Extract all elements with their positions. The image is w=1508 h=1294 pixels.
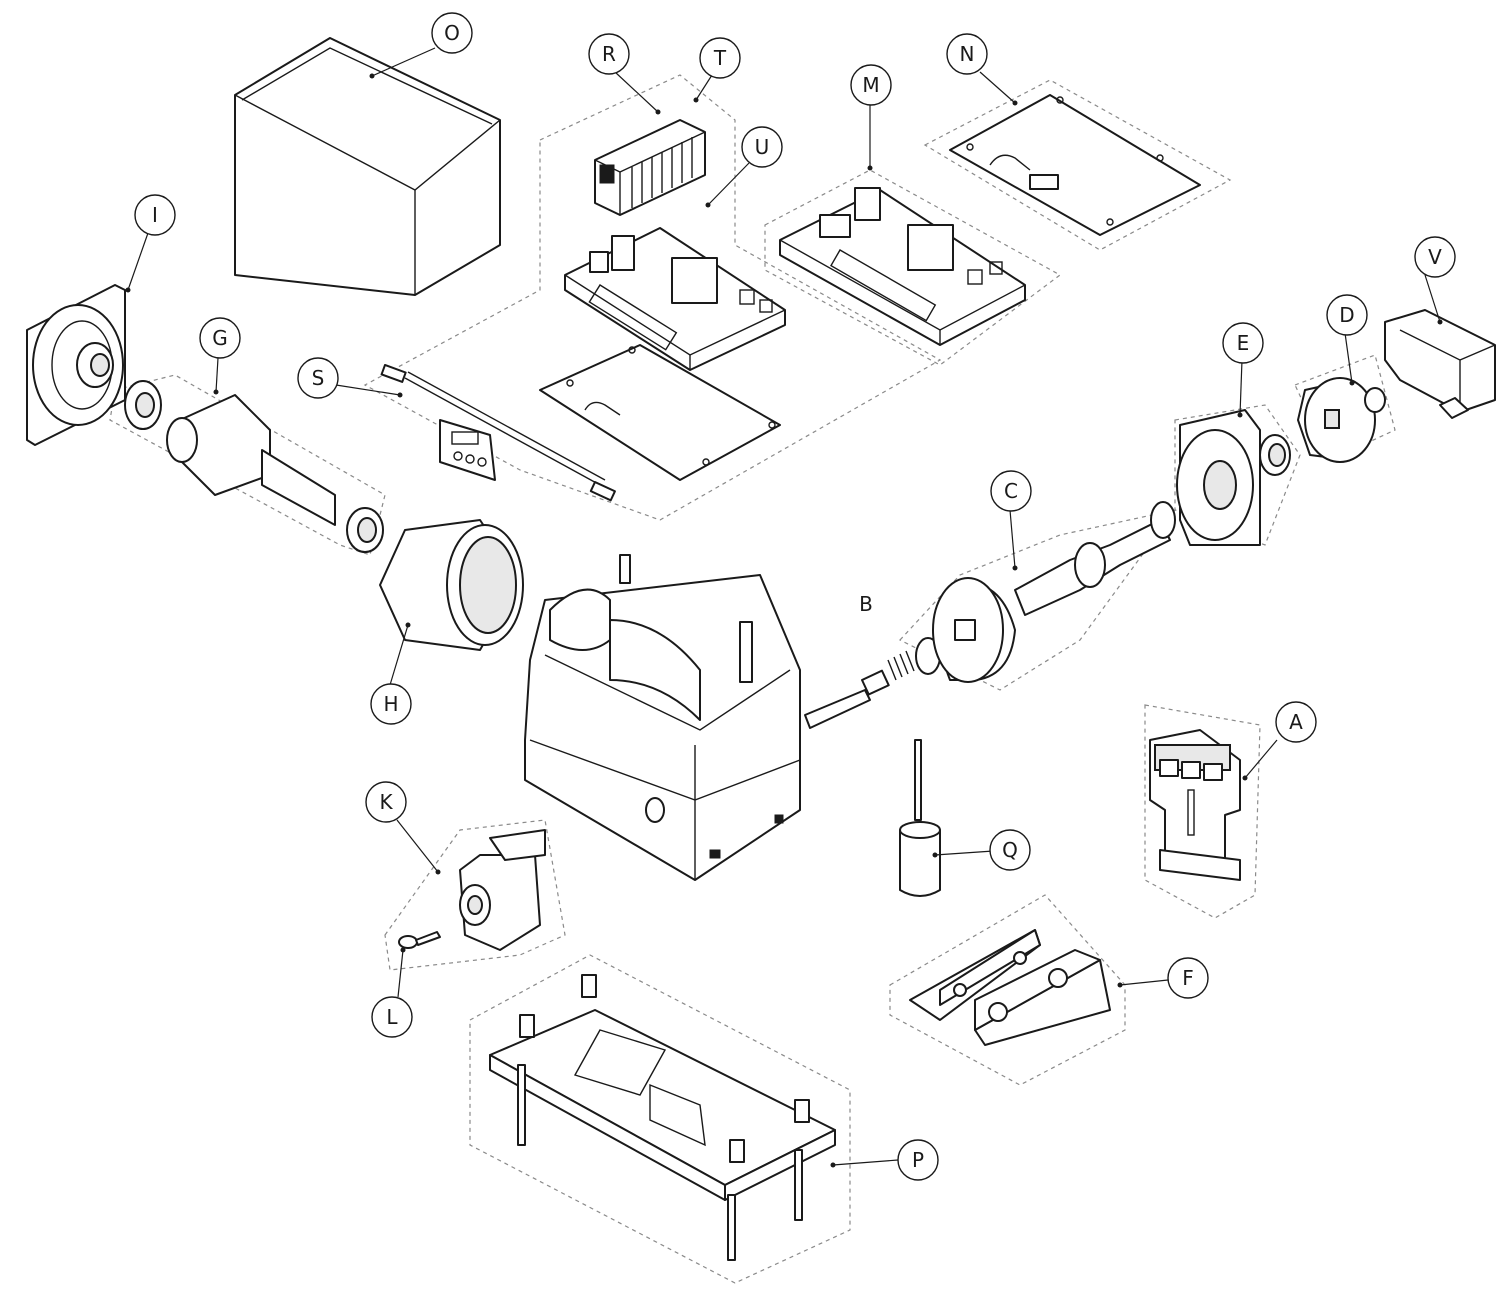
pin-spring-part-b	[804, 637, 941, 729]
group-outline-flange-e	[1174, 404, 1301, 546]
control-board-part-m	[779, 187, 1026, 346]
gearbox-housing	[524, 554, 801, 881]
callout-l: L	[371, 996, 413, 1038]
leader-lines	[125, 47, 1443, 1168]
drive-shaft-part-c	[932, 501, 1176, 683]
callout-e-label: E	[1237, 331, 1250, 355]
callout-e: E	[1222, 322, 1264, 364]
callout-n-label: N	[960, 42, 975, 66]
callout-s-label: S	[312, 366, 325, 390]
display-cable-part-s	[380, 363, 616, 502]
group-outline-gear-d	[1294, 354, 1396, 461]
callout-d: D	[1326, 294, 1368, 336]
callout-r: R	[588, 33, 630, 75]
callout-c: C	[990, 470, 1032, 512]
callout-p-label: P	[912, 1148, 924, 1172]
pinion-cover-part-v	[1384, 309, 1496, 419]
label-b: B	[859, 592, 873, 616]
base-board-under-u	[539, 344, 781, 481]
callout-u: U	[741, 126, 783, 168]
lock-part-k	[459, 829, 546, 951]
callout-r-label: R	[602, 42, 616, 66]
pinion-gear-part-d	[1297, 377, 1386, 463]
end-flange-part-i	[26, 284, 126, 446]
stator-ring-part-h	[379, 519, 524, 651]
callout-l-label: L	[386, 1005, 398, 1029]
callout-t-label: T	[713, 46, 727, 70]
group-outline-board-m	[764, 169, 1062, 366]
callout-v-label: V	[1428, 245, 1442, 269]
transformer-part-r	[594, 119, 706, 216]
group-outline-control-boards	[363, 74, 942, 521]
callout-a-label: A	[1289, 710, 1303, 734]
callout-f-label: F	[1182, 966, 1194, 990]
front-flange-part-e	[1176, 409, 1291, 546]
rotor-part-g	[124, 380, 384, 553]
group-outline-bracket-a	[1144, 704, 1261, 919]
callout-s: S	[297, 357, 339, 399]
base-plate-part-p	[489, 974, 836, 1261]
callout-g-label: G	[212, 326, 228, 350]
cover-part-o	[234, 37, 501, 296]
callout-h-label: H	[383, 692, 398, 716]
callout-h: H	[370, 683, 412, 725]
mounting-brackets-part-f	[909, 929, 1111, 1046]
control-board-part-u	[564, 227, 786, 371]
callout-n: N	[946, 33, 988, 75]
callouts: O R T U M N I G S C E D V H A Q K L F P …	[134, 12, 1456, 1181]
group-outline-motor-g	[109, 374, 386, 556]
callout-i: I	[134, 194, 176, 236]
board-part-n	[949, 94, 1201, 236]
group-outline-lock-k	[384, 819, 566, 971]
callout-o-label: O	[444, 21, 460, 45]
callout-k: K	[365, 781, 407, 823]
group-outline-shaft-c	[899, 509, 1177, 691]
callout-g: G	[199, 317, 241, 359]
callout-p: P	[897, 1139, 939, 1181]
callout-c-label: C	[1004, 479, 1018, 503]
callout-t: T	[699, 37, 741, 79]
callout-a: A	[1275, 701, 1317, 743]
callout-f: F	[1167, 957, 1209, 999]
callout-o: O	[431, 12, 473, 54]
group-outline-brackets-f	[889, 894, 1126, 1086]
callout-v: V	[1414, 236, 1456, 278]
callout-i-label: I	[152, 203, 158, 227]
callout-m-label: M	[862, 73, 879, 97]
group-outlines	[109, 74, 1396, 1284]
callout-k-label: K	[379, 790, 393, 814]
callout-q: Q	[989, 829, 1031, 871]
callout-d-label: D	[1339, 303, 1354, 327]
release-key-part-q	[899, 739, 941, 897]
callout-q-label: Q	[1002, 838, 1018, 862]
group-outline-base-p	[469, 954, 851, 1284]
group-outline-board-n	[923, 79, 1232, 251]
key-part-l	[398, 931, 441, 949]
limit-bracket-part-a	[1149, 729, 1241, 881]
callout-m: M	[850, 64, 892, 106]
callout-u-label: U	[755, 135, 770, 159]
